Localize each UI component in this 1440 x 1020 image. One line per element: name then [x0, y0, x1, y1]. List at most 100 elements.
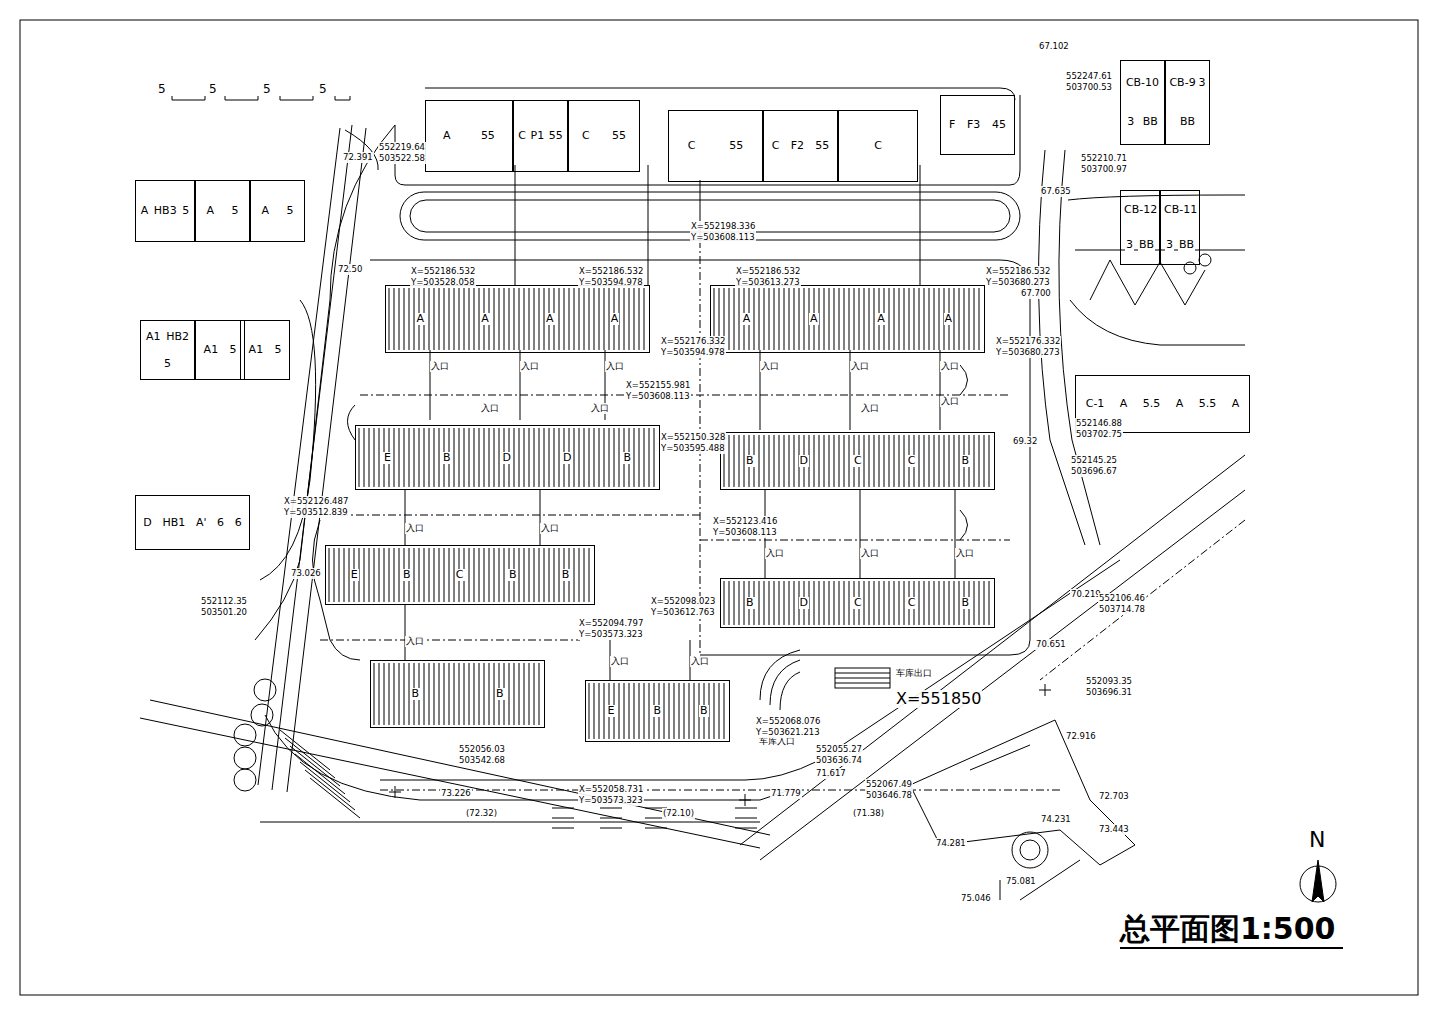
plan-annotation: (72.32) [465, 808, 498, 819]
plan-line [489, 548, 490, 602]
plan-line [864, 581, 865, 625]
plan-line [539, 428, 540, 487]
plan-line [834, 581, 835, 625]
plan-line [874, 581, 875, 625]
tree-circle [1184, 262, 1196, 274]
plan-line [824, 288, 825, 350]
plan-line [679, 683, 680, 739]
building-label: 5 [228, 344, 237, 356]
plan-line [844, 581, 845, 625]
building-label: A [480, 313, 490, 325]
building-label: 55 [728, 140, 744, 152]
plan-annotation: Y=503573.323 [578, 795, 644, 806]
plan-line [369, 548, 370, 602]
plan-line [514, 428, 515, 487]
plan-line [974, 581, 975, 625]
plan-line [544, 428, 545, 487]
plan-line [724, 581, 725, 625]
plan-line [774, 435, 775, 487]
plan-line [469, 288, 470, 350]
plan-line [829, 435, 830, 487]
building-outline: CB-103BB [1120, 60, 1165, 145]
plan-line [979, 581, 980, 625]
plan-line [904, 288, 905, 350]
building-label: A [742, 313, 752, 325]
building-label: A1 [145, 331, 162, 343]
plan-line [629, 683, 630, 739]
plan-line [694, 683, 695, 739]
plan-line [344, 548, 345, 602]
building-label: A [416, 313, 426, 325]
plan-line [339, 548, 340, 602]
building-label: 55 [611, 130, 627, 142]
plan-annotation: 入口 [480, 403, 500, 414]
plan-line [534, 428, 535, 487]
building-label: D [501, 452, 511, 464]
plan-line [794, 288, 795, 350]
building-label: B [652, 705, 662, 717]
plan-annotation: 503700.97 [1080, 164, 1128, 175]
plan-line [844, 435, 845, 487]
building-label: 5 [230, 205, 239, 217]
plan-line [524, 663, 525, 725]
tree-circle [234, 769, 256, 791]
plan-line [835, 678, 890, 679]
plan-line [579, 548, 580, 602]
plan-annotation: 69.32 [1012, 436, 1038, 447]
plan-annotation: 70.651 [1035, 639, 1067, 650]
plan-line [735, 808, 757, 809]
plan-curve [340, 515, 700, 516]
plan-line [734, 581, 735, 625]
plan-line [549, 548, 550, 602]
building-label: F [948, 119, 956, 131]
plan-line [599, 428, 600, 487]
plan-line [759, 581, 760, 625]
plan-curve [380, 760, 820, 780]
plan-line [474, 663, 475, 725]
plan-line [454, 663, 455, 725]
residential-block: EBB [585, 680, 730, 742]
drawing-title: 总平面图1:500 [1120, 912, 1336, 946]
plan-annotation: 503542.68 [458, 755, 506, 766]
plan-line [429, 548, 430, 602]
plan-line [735, 828, 757, 829]
tree-circle [251, 704, 273, 726]
plan-line [594, 683, 595, 739]
tree-circle [234, 747, 256, 769]
plan-annotation: 74.231 [1040, 814, 1072, 825]
plan-line [574, 428, 575, 487]
plan-line [444, 663, 445, 725]
plan-annotation: X=552198.336 [690, 221, 756, 232]
plan-line [914, 288, 915, 350]
plan-line [280, 730, 330, 770]
plan-annotation: 5 [262, 82, 272, 96]
plan-line [494, 288, 495, 350]
ramp-stairs [835, 668, 890, 688]
plan-line [310, 778, 360, 818]
plan-line [889, 435, 890, 487]
plan-line [639, 428, 640, 487]
plan-line [439, 548, 440, 602]
building-outline: A5 [195, 180, 250, 242]
plan-annotation: 入口 [590, 403, 610, 414]
plan-line [869, 581, 870, 625]
plan-line [904, 435, 905, 487]
plan-line [409, 288, 410, 350]
building-label: B [402, 569, 412, 581]
plan-annotation: 入口 [610, 656, 630, 667]
plan-line [300, 762, 350, 802]
plan-annotation: 5 [157, 82, 167, 96]
plan-line [384, 548, 385, 602]
plan-line [395, 786, 396, 798]
building-label: B [442, 452, 452, 464]
plan-line [899, 288, 900, 350]
building-label: C [517, 130, 527, 142]
building-label: A [944, 313, 954, 325]
plan-line [409, 663, 410, 725]
plan-line [579, 288, 580, 350]
plan-line [774, 581, 775, 625]
plan-annotation: X=552155.981 [625, 380, 691, 391]
building-label: E [383, 452, 392, 464]
plan-line [399, 428, 400, 487]
building-outline: A15 [240, 320, 290, 380]
